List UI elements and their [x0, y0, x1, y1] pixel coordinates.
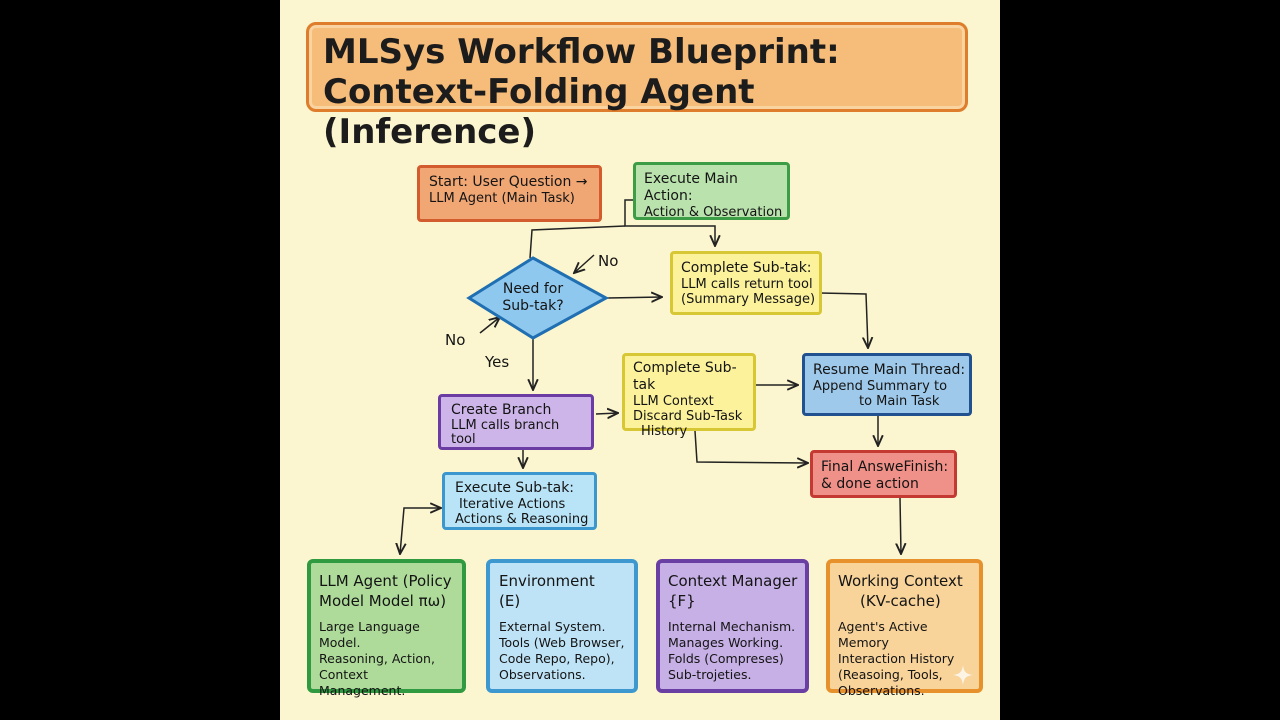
execute-main-node: Execute Main Action: Action & Observatio… — [633, 162, 790, 220]
complete-subtask-desc-2: (Summary Message) — [681, 292, 816, 307]
environment-desc-4: Observations. — [499, 667, 586, 682]
execute-main-desc: Action & Observation — [644, 205, 783, 220]
edge-complete-to-resume — [819, 292, 868, 348]
edge-no-top — [574, 254, 595, 273]
execute-subtask-node: Execute Sub-tak: Iterative Actions Actio… — [442, 472, 597, 530]
working-context-desc-3: (Reasoing, Tools, — [838, 667, 943, 682]
component-context-manager: Context Manager {F} Internal Mechanism. … — [656, 559, 809, 693]
edge-label-yes: Yes — [485, 353, 510, 371]
discard-desc-2: Discard Sub-Task — [633, 409, 743, 424]
environment-heading-2: (E) — [499, 592, 521, 610]
discard-heading: Complete Sub-tak — [633, 360, 737, 393]
complete-subtask-desc-1: LLM calls return tool — [681, 277, 813, 292]
context-manager-heading-1: Context Manager — [668, 572, 798, 590]
context-manager-desc-1: Internal Mechanism. — [668, 619, 796, 634]
title-line-2: Context-Folding Agent (Inference) — [323, 72, 755, 152]
create-branch-desc-2: tool — [451, 432, 476, 447]
context-manager-desc-3: Folds (Compreses) — [668, 651, 784, 666]
llm-agent-heading-1: LLM Agent (Policy — [319, 572, 452, 590]
start-heading: Start: User Question → — [429, 174, 588, 190]
complete-subtask-heading: Complete Sub-tak: — [681, 260, 812, 276]
context-manager-desc-2: Manages Working. — [668, 635, 784, 650]
environment-desc-1: External System. — [499, 619, 606, 634]
edge-label-no-top: No — [598, 252, 619, 270]
resume-desc-1: Append Summary to — [813, 379, 948, 394]
llm-agent-desc: Large Language Model. Reasoning, Action,… — [319, 619, 462, 699]
environment-desc-2: Tools (Web Browser, — [499, 635, 625, 650]
llm-agent-desc-1: Large Language Model. — [319, 619, 420, 650]
context-manager-heading-2: {F} — [668, 592, 696, 610]
final-answer-line-1: Final AnsweFinish: — [821, 459, 949, 475]
discard-desc-3: History — [641, 424, 688, 439]
sparkle-icon — [953, 665, 973, 685]
working-context-heading-2: (KV-cache) — [860, 592, 941, 610]
execute-subtask-heading: Execute Sub-tak: — [455, 480, 575, 496]
final-answer-node: Final AnsweFinish: & done action — [810, 450, 957, 498]
complete-subtask-node: Complete Sub-tak: LLM calls return tool … — [670, 251, 822, 315]
create-branch-desc-1: LLM calls branch — [451, 418, 560, 433]
discard-desc-1: LLM Context — [633, 394, 714, 409]
start-node: Start: User Question → LLM Agent (Main T… — [417, 165, 602, 222]
llm-agent-desc-2: Reasoning, Action, — [319, 651, 435, 666]
final-answer-line-2: & done action — [821, 476, 919, 492]
edge-label-no-left: No — [445, 331, 466, 349]
llm-agent-heading-2: Model Model πω) — [319, 592, 447, 610]
working-context-heading-1: Working Context — [838, 572, 963, 590]
complete-subtask-discard-node: Complete Sub-tak LLM Context Discard Sub… — [622, 353, 756, 439]
context-manager-desc-4: Sub-trojeties. — [668, 667, 752, 682]
decision-line-1: Need for — [502, 281, 564, 297]
connector-layer — [280, 199, 1000, 720]
component-working-context: Working Context (KV-cache) Agent's Activ… — [826, 559, 983, 698]
execute-subtask-desc-1: Iterative Actions — [459, 497, 566, 512]
working-context-desc-2: Interaction History — [838, 651, 955, 666]
edge-branch-to-complete2 — [595, 413, 618, 414]
execute-main-heading: Execute Main Action: — [644, 171, 738, 204]
title-line-1: MLSys Workflow Blueprint: — [323, 32, 840, 72]
edge-complete2-to-final — [694, 430, 808, 463]
resume-heading: Resume Main Thread: — [813, 362, 966, 378]
decision-diamond — [466, 256, 610, 340]
environment-desc: External System. Tools (Web Browser, Cod… — [499, 619, 634, 683]
edge-execute-to-decision — [529, 225, 626, 259]
component-environment: Environment (E) External System. Tools (… — [486, 559, 638, 693]
page-title: MLSys Workflow Blueprint: Context-Foldin… — [306, 22, 968, 152]
edge-decision-to-complete — [606, 297, 662, 298]
edge-execute-to-components — [400, 508, 441, 554]
diagram-canvas: MLSys Workflow Blueprint: Context-Foldin… — [280, 0, 1000, 720]
context-manager-desc: Internal Mechanism. Manages Working. Fol… — [668, 619, 805, 683]
environment-heading-1: Environment — [499, 572, 595, 590]
llm-agent-desc-4: Management. — [319, 683, 406, 698]
environment-desc-3: Code Repo, Repo), — [499, 651, 615, 666]
resume-desc-2: to Main Task — [859, 394, 940, 409]
edge-no-left — [479, 317, 500, 334]
edge-final-to-working — [900, 497, 901, 554]
decision-text: Need for Sub-tak? — [484, 281, 582, 317]
create-branch-node: Create Branch LLM calls branch tool — [438, 394, 594, 450]
execute-subtask-desc-2: Actions & Reasoning — [455, 512, 589, 527]
working-context-desc-4: Observations. — [838, 683, 925, 698]
component-llm-agent: LLM Agent (Policy Model Model πω) Large … — [307, 559, 466, 698]
create-branch-heading: Create Branch — [451, 402, 552, 418]
decision-line-2: Sub-tak? — [502, 298, 564, 314]
start-desc: LLM Agent (Main Task) — [429, 191, 575, 206]
working-context-desc-1: Agent's Active Memory — [838, 619, 928, 650]
resume-main-node: Resume Main Thread: Append Summary to to… — [802, 353, 972, 416]
llm-agent-desc-3: Context — [319, 667, 368, 682]
working-context-desc: Agent's Active Memory Interaction Histor… — [838, 619, 979, 699]
